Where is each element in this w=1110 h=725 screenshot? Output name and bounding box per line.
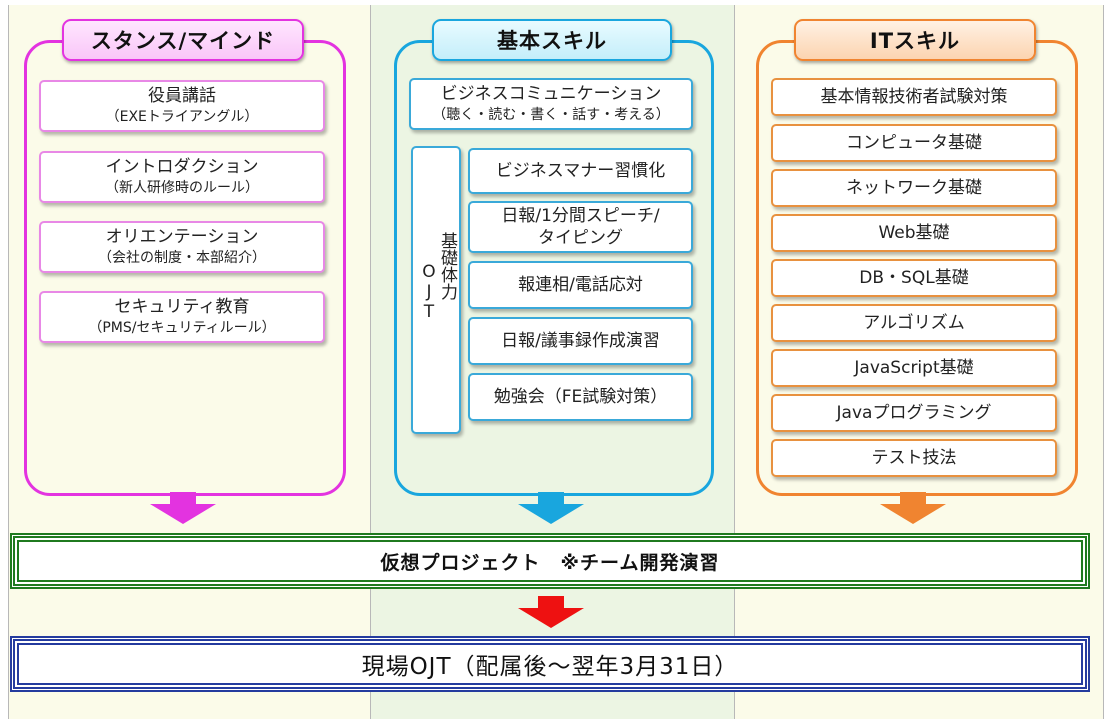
- stance-item: イントロダクション （新人研修時のルール）: [39, 151, 325, 203]
- basic-top-sub: （聴く・読む・書く・話す・考える）: [432, 107, 670, 123]
- orange-down-arrow: [880, 492, 946, 524]
- stance-item: オリエンテーション （会社の制度・本部紹介）: [39, 221, 325, 273]
- basic-skill-item: ビジネスマナー習慣化: [468, 148, 693, 194]
- stance-item-main: イントロダクション: [105, 157, 259, 177]
- stance-item-main: 役員講話: [148, 86, 216, 106]
- onsite-ojt-label: 現場OJT（配属後～翌年3月31日）: [361, 654, 739, 680]
- stance-header: スタンス/マインド: [62, 19, 304, 61]
- business-communication-box: ビジネスコミュニケーション （聴く・読む・書く・話す・考える）: [409, 78, 693, 130]
- it-skill-item: DB・SQL基礎: [771, 259, 1057, 297]
- ojt-basic-stamina-label: 基礎体力 OJT: [411, 146, 461, 434]
- red-down-arrow: [518, 596, 584, 628]
- it-skill-item: コンピュータ基礎: [771, 124, 1057, 162]
- basic-skill-header: 基本スキル: [432, 19, 672, 61]
- stance-item-main: オリエンテーション: [105, 227, 259, 247]
- basic-item-line1: 日報/1分間スピーチ/: [501, 206, 660, 226]
- basic-item-line2: タイピング: [538, 228, 623, 248]
- it-skill-header: ITスキル: [794, 19, 1036, 61]
- basic-item-line1: 日報/議事録作成演習: [501, 331, 660, 351]
- basic-skill-item: 報連相/電話応対: [468, 261, 693, 309]
- it-skill-item: Javaプログラミング: [771, 394, 1057, 432]
- it-skill-item: アルゴリズム: [771, 304, 1057, 342]
- stance-item: セキュリティ教育 （PMS/セキュリティルール）: [39, 291, 325, 343]
- stance-item: 役員講話 （EXEトライアングル）: [39, 80, 325, 132]
- basic-item-line1: 勉強会（FE試験対策）: [493, 387, 668, 407]
- pink-down-arrow: [150, 492, 216, 524]
- basic-item-line1: 報連相/電話応対: [518, 275, 643, 295]
- stance-item-main: セキュリティ教育: [114, 297, 250, 317]
- it-skill-item: テスト技法: [771, 439, 1057, 477]
- stance-item-sub: （新人研修時のルール）: [105, 180, 259, 196]
- ojt-label: OJT: [419, 262, 439, 322]
- it-skill-item: JavaScript基礎: [771, 349, 1057, 387]
- blue-down-arrow: [518, 492, 584, 524]
- basic-stamina-label: 基礎体力: [437, 232, 457, 300]
- onsite-ojt-bar: 現場OJT（配属後～翌年3月31日）: [10, 636, 1090, 692]
- it-skill-item: Web基礎: [771, 214, 1057, 252]
- basic-top-main: ビジネスコミュニケーション: [440, 84, 662, 104]
- it-skill-item: 基本情報技術者試験対策: [771, 78, 1057, 116]
- basic-skill-item: 日報/議事録作成演習: [468, 317, 693, 365]
- basic-skill-item: 日報/1分間スピーチ/ タイピング: [468, 201, 693, 253]
- basic-item-line1: ビジネスマナー習慣化: [495, 161, 666, 181]
- stance-item-sub: （PMS/セキュリティルール）: [88, 320, 276, 336]
- basic-skill-item: 勉強会（FE試験対策）: [468, 373, 693, 421]
- stance-item-sub: （EXEトライアングル）: [105, 109, 259, 125]
- it-skill-item: ネットワーク基礎: [771, 169, 1057, 207]
- virtual-project-bar: 仮想プロジェクト ※チーム開発演習: [10, 533, 1090, 589]
- stance-item-sub: （会社の制度・本部紹介）: [98, 250, 266, 266]
- virtual-project-label: 仮想プロジェクト ※チーム開発演習: [380, 551, 720, 574]
